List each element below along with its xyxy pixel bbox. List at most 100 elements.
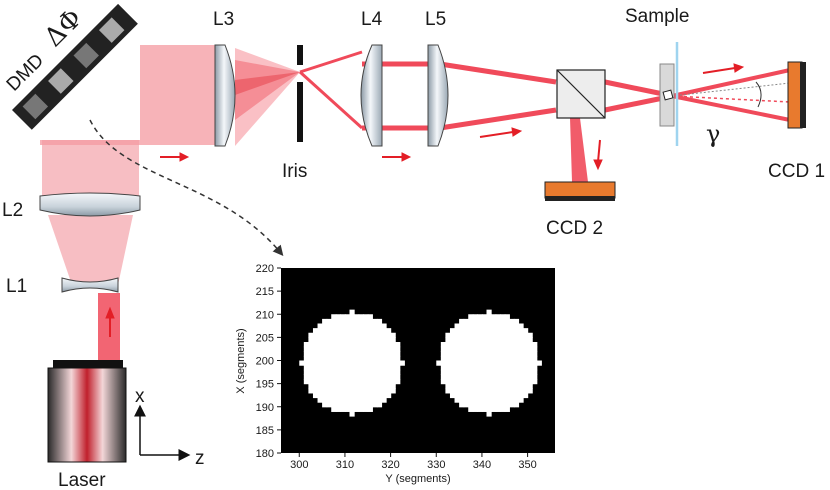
pattern-pixel	[440, 351, 446, 357]
pattern-pixel	[363, 346, 369, 352]
pattern-pixel	[372, 397, 378, 403]
pattern-pixel	[481, 314, 488, 320]
pattern-pixel	[523, 369, 529, 375]
pattern-pixel	[532, 342, 538, 348]
pattern-pixel	[491, 369, 497, 375]
x-tick-label: 310	[336, 459, 354, 471]
lens-l5	[427, 44, 449, 147]
pattern-pixel	[376, 346, 383, 352]
pattern-pixel	[376, 332, 383, 338]
coordinate-axes	[134, 404, 191, 461]
pattern-pixel	[381, 365, 387, 371]
pattern-pixel	[326, 342, 332, 348]
pattern-pixel	[513, 402, 520, 408]
pattern-pixel	[344, 332, 351, 338]
pattern-pixel	[376, 318, 383, 325]
pattern-pixel	[445, 374, 451, 380]
pattern-pixel	[495, 379, 501, 385]
pattern-pixel	[463, 369, 469, 375]
beam-paths	[40, 45, 791, 361]
pattern-pixel	[445, 369, 451, 375]
pattern-pixel	[326, 379, 332, 385]
pattern-pixel	[523, 332, 529, 338]
pattern-pixel	[317, 383, 323, 389]
chart-x-axis-label: Y (segments)	[385, 473, 450, 485]
pattern-pixel	[308, 374, 314, 380]
pattern-pixel	[481, 365, 488, 371]
pattern-pixel	[344, 369, 351, 375]
pattern-pixel	[436, 360, 442, 366]
pattern-pixel	[481, 355, 488, 362]
pattern-pixel	[363, 328, 369, 334]
pattern-pixel	[445, 332, 451, 338]
pattern-pixel	[340, 360, 346, 366]
pattern-pixel	[308, 332, 314, 338]
pattern-pixel	[367, 351, 373, 357]
pattern-pixel	[449, 337, 456, 343]
pattern-pixel	[335, 323, 341, 329]
pattern-pixel	[449, 374, 456, 380]
pattern-pixel	[449, 369, 456, 375]
pattern-pixel	[335, 365, 341, 371]
pattern-pixel	[459, 379, 465, 385]
pattern-pixel	[335, 351, 341, 357]
axis-x-label: x	[135, 386, 145, 407]
pattern-pixel	[340, 342, 346, 348]
pattern-pixel	[527, 351, 533, 357]
pattern-pixel	[312, 346, 319, 352]
pattern-pixel	[340, 388, 346, 394]
pattern-pixel	[523, 346, 529, 352]
pattern-pixel	[491, 332, 497, 338]
pattern-pixel	[481, 383, 488, 389]
pattern-pixel	[308, 383, 314, 389]
pattern-pixel	[312, 342, 319, 348]
pattern-pixel	[340, 323, 346, 329]
pattern-pixel	[491, 397, 497, 403]
pattern-pixel	[504, 374, 510, 380]
pattern-pixel	[381, 332, 387, 338]
pattern-pixel	[340, 379, 346, 385]
pattern-pixel	[500, 392, 506, 399]
iris-bottom	[297, 82, 303, 142]
pattern-pixel	[477, 351, 483, 357]
pattern-pixel	[358, 374, 364, 380]
pattern-pixel	[326, 397, 332, 403]
pattern-pixel	[349, 383, 355, 389]
pattern-pixel	[459, 360, 465, 366]
pattern-pixel	[477, 332, 483, 338]
pattern-pixel	[518, 346, 524, 352]
pattern-pixel	[381, 342, 387, 348]
pattern-pixel	[326, 351, 332, 357]
pattern-pixel	[376, 342, 383, 348]
pattern-pixel	[481, 369, 488, 375]
pattern-pixel	[532, 365, 538, 371]
pattern-pixel	[331, 374, 337, 380]
pattern-pixel	[449, 392, 456, 399]
l1-label: L1	[6, 276, 27, 297]
pattern-pixel	[518, 383, 524, 389]
pattern-pixel	[335, 360, 341, 366]
l2-label: L2	[2, 200, 23, 221]
pattern-pixel	[372, 365, 378, 371]
l4-label: L4	[361, 9, 383, 30]
pattern-pixel	[449, 342, 456, 348]
pattern-pixel	[331, 379, 337, 385]
pattern-pixel	[486, 332, 492, 338]
pattern-pixel	[504, 383, 510, 389]
pattern-pixel	[358, 406, 364, 412]
pattern-pixel	[495, 392, 501, 399]
pattern-pixel	[322, 374, 328, 380]
y-tick-label: 205	[256, 332, 274, 344]
pattern-pixel	[486, 388, 492, 394]
pattern-pixel	[491, 388, 497, 394]
pattern-pixel	[326, 383, 332, 389]
pattern-pixel	[527, 388, 533, 394]
pattern-pixel	[477, 383, 483, 389]
pattern-pixel	[468, 374, 474, 380]
pattern-pixel	[468, 360, 474, 366]
pattern-pixel	[491, 360, 497, 366]
pattern-pixel	[486, 369, 492, 375]
pattern-pixel	[523, 388, 529, 394]
pattern-pixel	[504, 328, 510, 334]
pattern-pixel	[349, 392, 355, 399]
